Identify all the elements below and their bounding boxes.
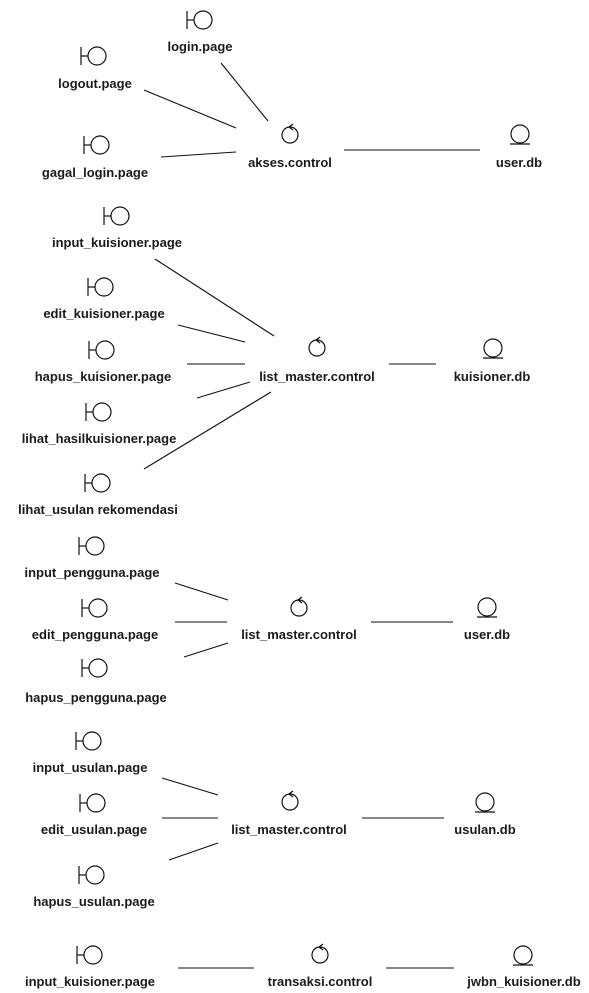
entity-icon <box>477 597 497 618</box>
boundary-icon <box>80 46 107 66</box>
user-db-label: user.db <box>496 155 542 170</box>
boundary-icon <box>85 402 112 422</box>
boundary-icon <box>81 658 108 678</box>
connector-line <box>143 391 272 470</box>
boundary-icon <box>84 473 111 493</box>
connector-line <box>154 258 275 337</box>
connector-line <box>177 324 246 343</box>
usulan-db-label: usulan.db <box>454 822 515 837</box>
connector-line <box>143 89 237 129</box>
connector-line <box>183 642 229 658</box>
edit-kuisioner-page-label: edit_kuisioner.page <box>43 306 164 321</box>
input-kuisioner-page-label: input_kuisioner.page <box>25 974 155 989</box>
akses-control-label: akses.control <box>248 155 332 170</box>
boundary-icon <box>75 731 102 751</box>
control-icon <box>281 790 299 811</box>
connector-line <box>174 582 229 601</box>
login-page-label: login.page <box>168 39 233 54</box>
hapus-kuisioner-page-label: hapus_kuisioner.page <box>35 369 172 384</box>
control-icon <box>308 336 326 357</box>
list-master-control-label: list_master.control <box>241 627 357 642</box>
edit-usulan-page-label: edit_usulan.page <box>41 822 147 837</box>
transaksi-control-label: transaksi.control <box>268 974 373 989</box>
entity-icon <box>483 338 503 359</box>
entity-icon <box>475 792 495 813</box>
boundary-icon <box>87 277 114 297</box>
hapus-pengguna-page-label: hapus_pengguna.page <box>25 690 167 705</box>
input-pengguna-page-label: input_pengguna.page <box>24 565 159 580</box>
connector-line <box>196 381 251 399</box>
boundary-icon <box>78 536 105 556</box>
kuisioner-db-label: kuisioner.db <box>454 369 531 384</box>
gagal-login-page-label: gagal_login.page <box>42 165 148 180</box>
boundary-icon <box>103 206 130 226</box>
hapus-usulan-page-label: hapus_usulan.page <box>33 894 154 909</box>
jwbn-kuisioner-db-label: jwbn_kuisioner.db <box>466 974 580 989</box>
boundary-icon <box>88 340 115 360</box>
entity-icon <box>513 945 533 966</box>
lihat-hasilkuisioner-page-label: lihat_hasilkuisioner.page <box>22 431 177 446</box>
edit-pengguna-page-label: edit_pengguna.page <box>32 627 158 642</box>
boundary-icon <box>78 865 105 885</box>
boundary-icon <box>79 793 106 813</box>
control-icon <box>281 123 299 144</box>
boundary-icon <box>76 945 103 965</box>
list-master-control-label: list_master.control <box>231 822 347 837</box>
logout-page-label: logout.page <box>58 76 132 91</box>
control-icon <box>311 943 329 964</box>
connector-line <box>220 62 269 122</box>
connector-line <box>161 777 219 796</box>
connector-line <box>168 842 219 861</box>
boundary-icon <box>186 10 213 30</box>
boundary-icon <box>81 598 108 618</box>
list-master-control-label: list_master.control <box>259 369 375 384</box>
connector-line <box>160 151 237 158</box>
control-icon <box>290 596 308 617</box>
user-db-label: user.db <box>464 627 510 642</box>
lihat-usulan-rekomendasi-label: lihat_usulan rekomendasi <box>18 502 178 517</box>
entity-icon <box>510 124 530 145</box>
input-usulan-page-label: input_usulan.page <box>33 760 148 775</box>
input-kuisioner-page-label: input_kuisioner.page <box>52 235 182 250</box>
boundary-icon <box>83 135 110 155</box>
